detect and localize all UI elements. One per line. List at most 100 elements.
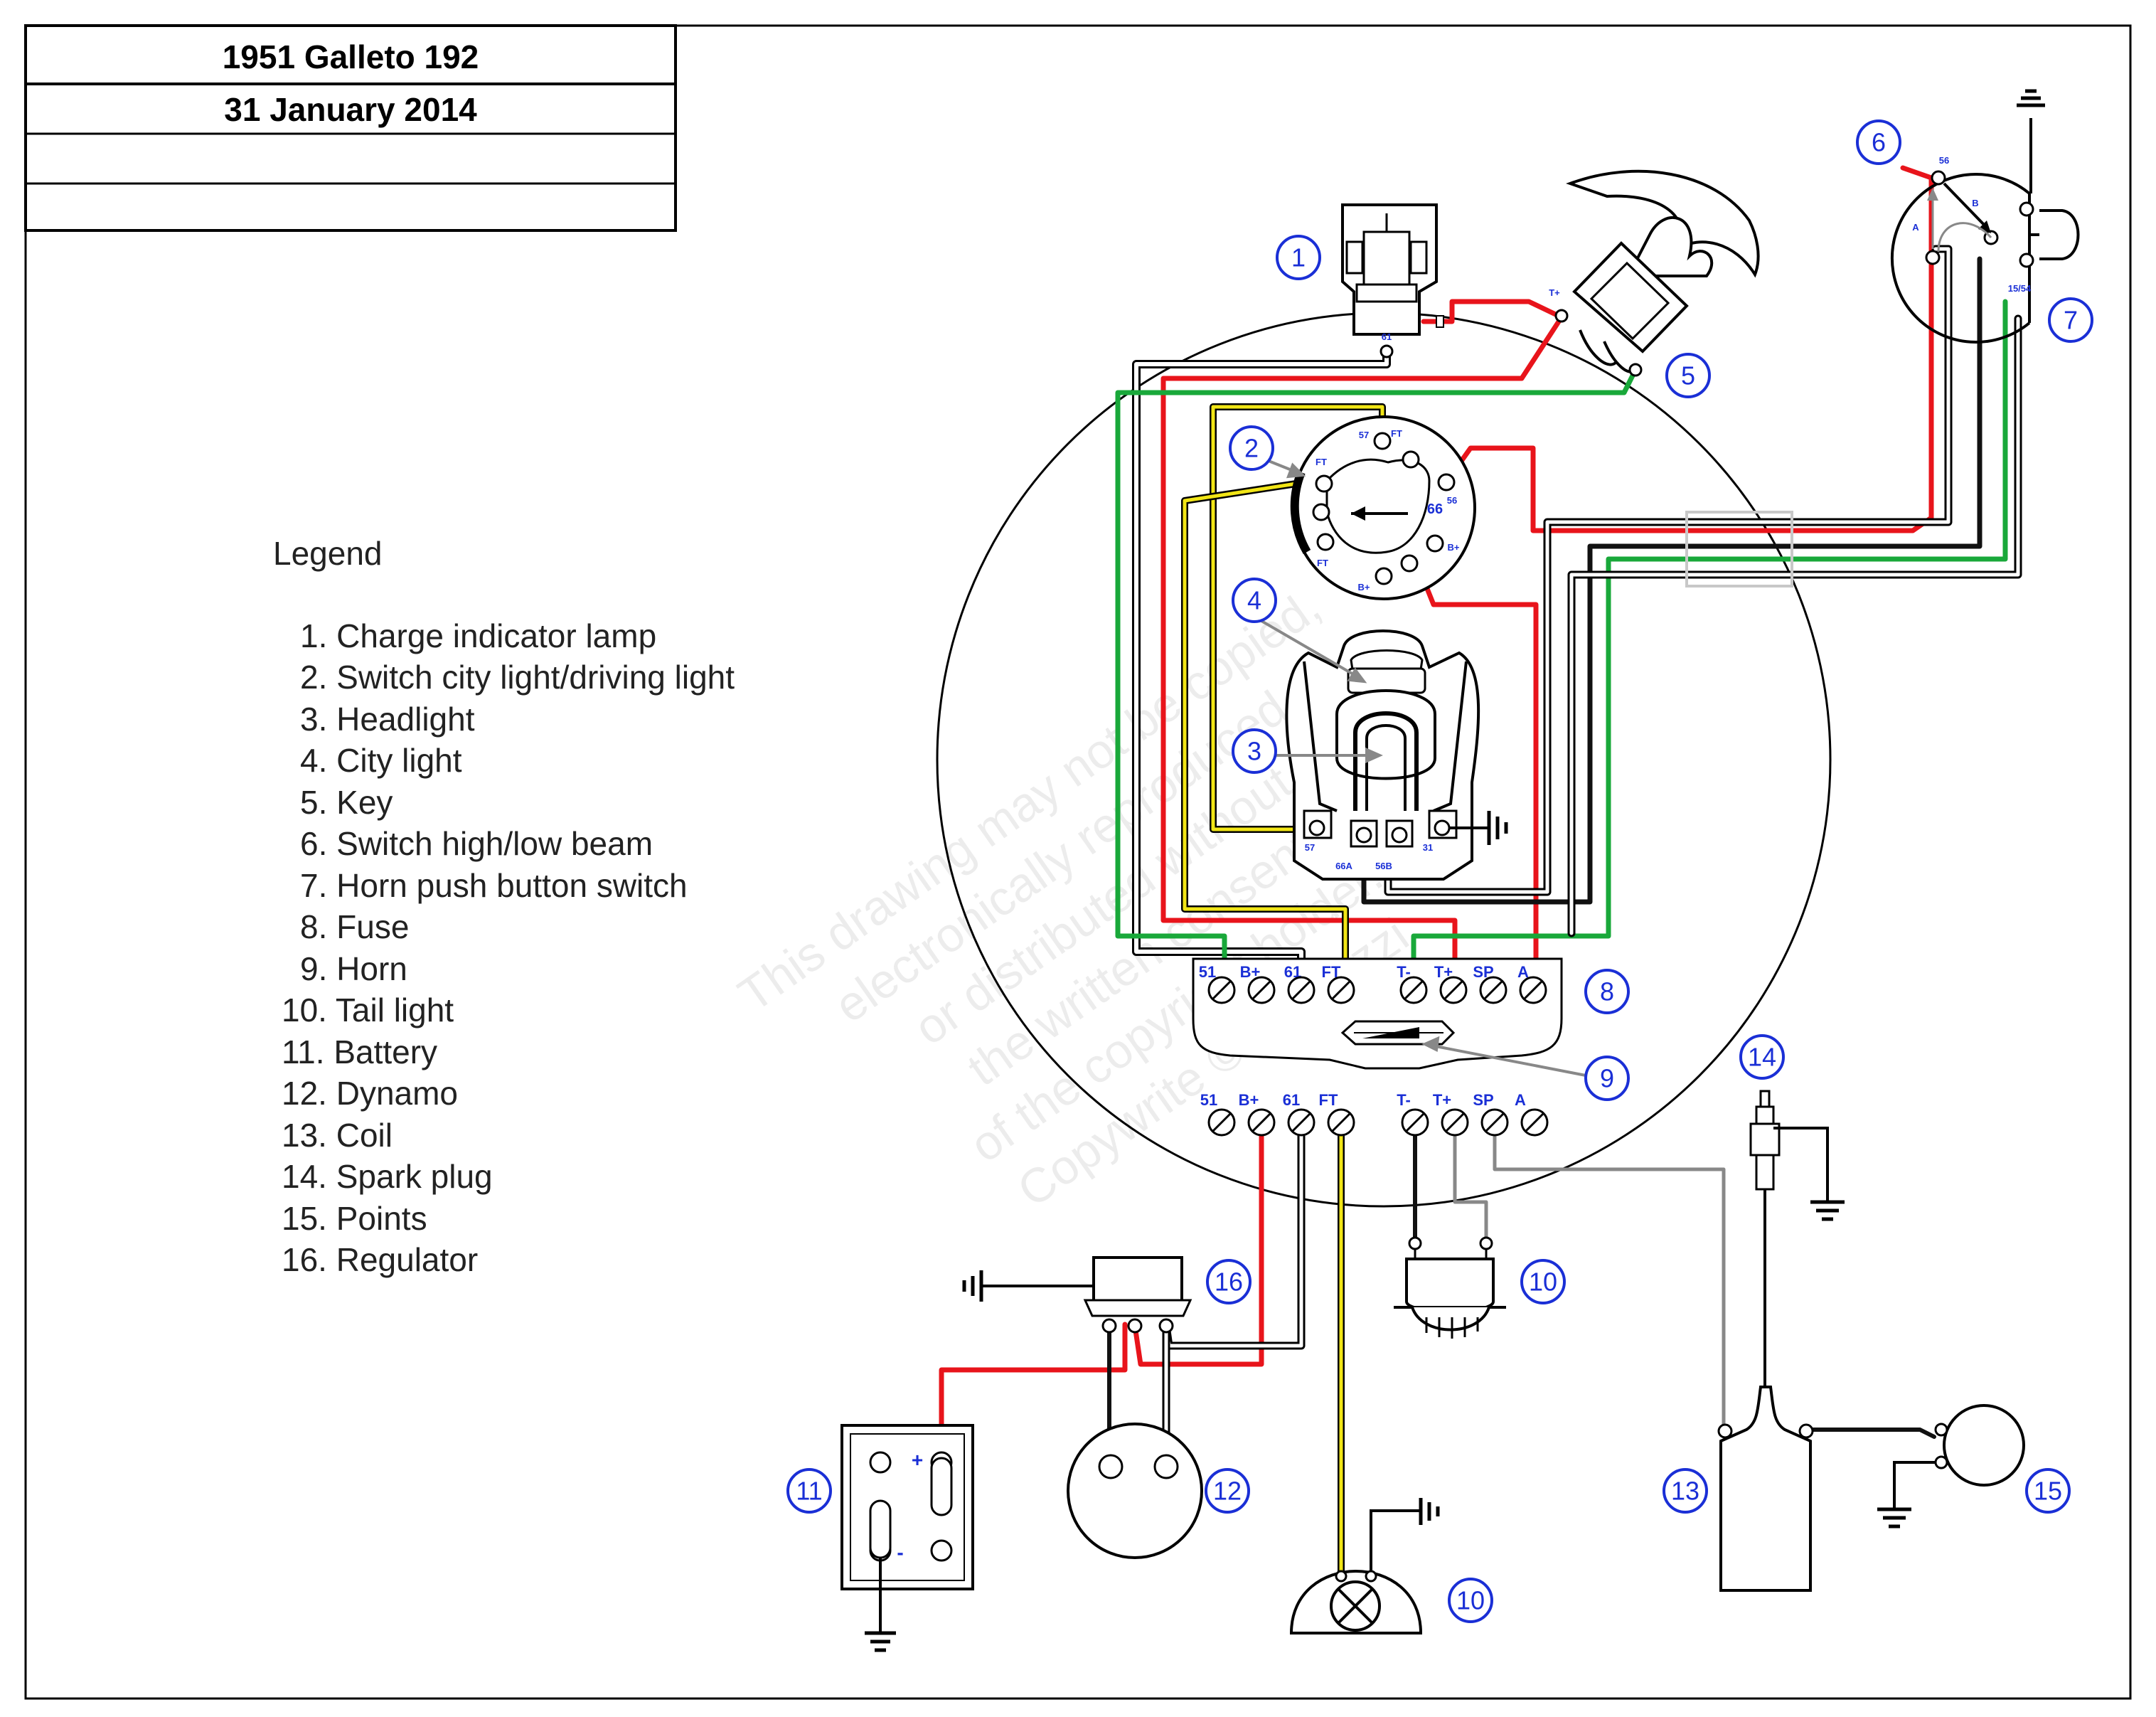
junction-label-ft: FT [1319,1091,1338,1109]
wire-grey-switch6-core [1386,247,1950,894]
junction-label-51: 51 [1200,1091,1217,1109]
svg-text:13: 13 [1671,1477,1699,1506]
wire-red-bplus [1422,580,1539,993]
legend-item: 7. Horn push button switch [300,867,688,904]
svg-text:16: 16 [1215,1267,1243,1297]
wire-red-key [1160,314,1564,993]
fuse-label-a: A [1517,963,1529,981]
callout-10-tail: 10 [1448,1578,1493,1623]
charge-indicator-lamp: 61 [1341,203,1444,358]
legend-item: 9. Horn [300,950,407,987]
callout-1: 1 [1276,235,1321,280]
callout-4: 4 [1232,578,1277,623]
key: T+ [1549,169,1760,377]
battery-plus-label: + [912,1449,923,1471]
svg-text:9: 9 [1600,1064,1614,1093]
tail-light [1289,1498,1440,1634]
key-terminal-label: T+ [1549,287,1560,298]
coil [1717,1186,1814,1592]
switch2-label-56: 56 [1447,495,1457,506]
diagram-date: 31 January 2014 [224,91,477,128]
wire-black-points [1804,1428,1936,1439]
dynamo [1067,1423,1203,1559]
callout-8: 8 [1584,969,1630,1014]
wire-red-battery [939,1322,1128,1472]
switch2-label-ft-low: FT [1317,558,1328,568]
legend-item: 6. Switch high/low beam [300,825,653,862]
headlight-label-56b: 56B [1375,861,1392,871]
junction-label-tminus: T- [1397,1091,1411,1109]
svg-text:10: 10 [1529,1267,1557,1297]
svg-text:12: 12 [1213,1477,1242,1506]
junction-label-bplus: B+ [1239,1091,1259,1109]
callouts: 1 2 3 4 5 6 7 8 9 10 10 11 12 13 14 15 1… [786,119,2093,1623]
switch2-label-57: 57 [1359,430,1369,440]
legend-item: 12. Dynamo [282,1075,458,1112]
legend-item: 13. Coil [282,1117,393,1154]
legend-item: 15. Points [282,1200,427,1237]
ground-symbol [1487,811,1508,845]
switch2-label-ft: FT [1391,428,1402,439]
svg-text:1: 1 [1291,243,1306,272]
switch6-label-56: 56 [1939,155,1949,166]
svg-text:14: 14 [1748,1043,1776,1072]
wire-red-regulator [1132,1120,1264,1367]
callout-15: 15 [2025,1468,2071,1514]
junction-label-a: A [1515,1091,1526,1109]
callout-leaders [1252,459,1586,1077]
callout-13: 13 [1663,1468,1708,1514]
headlight-assembly: 57 66A 56B 31 [1285,629,1489,881]
wire-red-56 [1443,165,1934,533]
junction-label-sp: SP [1473,1091,1493,1109]
switch-high-low-beam: 56 B A 15/54 [1890,155,2034,344]
switch2-label-66: 66 [1427,501,1443,517]
switch6-terminal-a [1925,250,1941,265]
regulator [962,1256,1192,1334]
headlight-label-31: 31 [1423,842,1433,853]
switch2-label-bplus-low: B+ [1358,582,1370,592]
wire-green-horn [1411,299,2008,993]
title-block: 1951 Galleto 192 31 January 2014 [24,24,677,232]
svg-text:5: 5 [1681,361,1695,390]
callout-6: 6 [1856,119,1901,165]
wire-yellow-ft-core [1183,480,1348,992]
legend-item: 10. Tail light [282,992,454,1028]
lamp-terminal-label: 61 [1382,331,1392,342]
diagram-title: 1951 Galleto 192 [223,38,479,75]
junction-label-tplus: T+ [1433,1091,1451,1109]
junction-block: 51 B+ 61 FT T- T+ SP A [1200,1091,1549,1137]
legend-item: 2. Switch city light/driving light [300,659,735,696]
callout-2: 2 [1229,425,1274,471]
wire-black-56b [1361,256,1982,905]
callout-5: 5 [1665,353,1711,398]
svg-text:15: 15 [2034,1477,2062,1506]
callout-7: 7 [2048,297,2093,343]
svg-text:4: 4 [1247,586,1261,615]
svg-text:2: 2 [1244,434,1259,463]
headlight-label-66a: 66A [1335,861,1352,871]
switch6-terminal-56 [1931,170,1946,186]
headlight-label-57: 57 [1305,842,1315,853]
svg-text:8: 8 [1600,977,1614,1006]
wire-grey-regulator [1162,1118,1306,1350]
legend-item: 8. Fuse [300,908,409,945]
headlight-bulb [1335,689,1436,780]
horn-push-button [2017,89,2080,260]
fuse-label-tminus: T- [1397,963,1411,981]
callout-16: 16 [1206,1259,1252,1304]
switch2-label-ft-left: FT [1316,457,1327,467]
svg-text:10: 10 [1456,1586,1485,1615]
switch-city-driving: 57 FT 56 66 FT B+ B+ FT [1290,415,1476,600]
wire-loom [1685,511,1793,588]
legend-item: 4. City light [300,742,462,779]
wire-green-key [1115,367,1638,993]
battery-minus-label: - [897,1541,903,1563]
legend-item: 1. Charge indicator lamp [300,617,656,654]
legend-item: 16. Regulator [282,1241,478,1278]
switch2-label-bplus: B+ [1448,542,1460,553]
fuse-screws [1207,976,1547,1004]
switch6-label-1554: 15/54 [2008,283,2032,294]
fuse-label-51: 51 [1199,963,1216,981]
callout-9: 9 [1584,1056,1630,1101]
svg-text:7: 7 [2064,306,2078,335]
